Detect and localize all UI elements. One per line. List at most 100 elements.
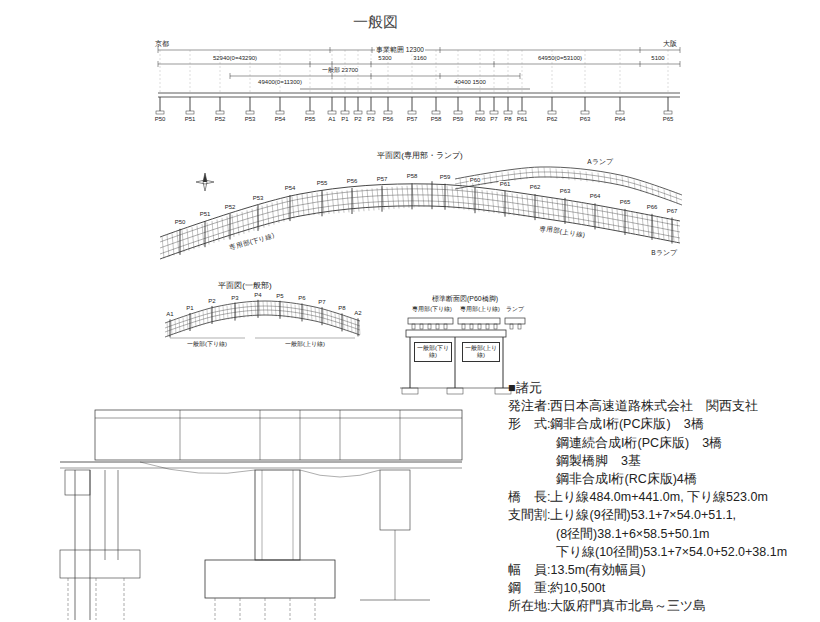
spec-line: 形 式:鋼非合成I桁(PC床版) 3橋	[508, 418, 704, 431]
cross-beam-hatch	[417, 185, 419, 207]
pier-number: A1	[327, 116, 336, 122]
cross-beam-hatch	[351, 318, 352, 332]
cross-beam-hatch	[287, 198, 289, 220]
spec-line: 鋼連続合成I桁(PC床版) 3橋	[556, 436, 722, 449]
footing-symbol	[276, 111, 284, 114]
girder-section	[462, 324, 465, 329]
leader-line	[585, 50, 586, 93]
cross-beam-hatch	[262, 206, 264, 228]
footing-symbol	[306, 111, 314, 114]
cross-beam-hatch	[255, 302, 256, 316]
cross-beam-hatch	[467, 188, 469, 210]
girder-line	[160, 184, 680, 237]
cross-beam-hatch	[192, 227, 194, 249]
pier-number: P52	[224, 204, 237, 210]
girder-line	[165, 310, 360, 332]
cross-beam-hatch	[275, 302, 276, 316]
pier-line	[342, 313, 343, 331]
cross-beam-hatch	[542, 197, 544, 219]
cross-beam-hatch	[552, 198, 554, 220]
cross-beam-hatch	[532, 196, 534, 218]
pile-line	[124, 578, 125, 620]
detail-line	[95, 418, 462, 419]
pier-number: P58	[406, 173, 419, 179]
detail-line	[400, 410, 401, 460]
dimension-tick	[680, 61, 681, 67]
leader-line	[480, 50, 481, 93]
dimension-tick	[440, 73, 441, 79]
leader-line	[668, 50, 669, 93]
cross-beam-hatch	[243, 304, 244, 318]
pier-number: P63	[559, 188, 572, 194]
cross-beam-hatch	[297, 195, 299, 217]
dimension: 3160	[412, 55, 427, 61]
cross-beam-hatch	[367, 189, 369, 211]
pier-number: P60	[469, 177, 482, 183]
footing-symbol	[384, 111, 392, 114]
pier-symbol	[250, 97, 251, 111]
pier-number: P61	[516, 116, 529, 122]
cross-beam-hatch	[492, 191, 494, 213]
ramp-line	[455, 177, 682, 205]
pier-symbol	[552, 97, 553, 111]
pier-line	[535, 194, 536, 220]
footing-symbol	[246, 111, 254, 114]
cross-beam-hatch	[577, 202, 579, 224]
detail-line	[260, 410, 261, 460]
dimension: 一般部 23700	[321, 67, 359, 73]
cross-beam-hatch	[223, 306, 224, 320]
dimension-line	[255, 338, 355, 339]
deck-slab	[505, 318, 525, 324]
pier-number: P7	[489, 116, 498, 122]
cross-beam-hatch	[422, 185, 424, 207]
compass-symbol	[203, 173, 207, 191]
pier-symbol	[436, 97, 437, 111]
cross-beam-hatch	[497, 192, 499, 214]
pier-symbol	[332, 97, 333, 111]
leader-line	[620, 50, 621, 93]
cross-beam-hatch	[195, 313, 196, 327]
pier-number: P4	[253, 292, 262, 298]
cross-beam-hatch	[343, 316, 344, 330]
pier-symbol	[522, 97, 523, 111]
pier-line	[445, 184, 446, 210]
pier-line	[258, 205, 259, 231]
cross-beam-hatch	[252, 209, 254, 231]
detail-line	[293, 470, 294, 560]
cross-beam-hatch	[283, 303, 284, 317]
pier-line	[505, 191, 506, 217]
cross-beam-hatch	[362, 189, 364, 211]
pier-symbol	[220, 97, 221, 111]
footing-symbol	[664, 111, 672, 114]
spec-line: 幅 員:13.5m(有効幅員)	[508, 564, 646, 577]
cross-beam-hatch	[657, 217, 659, 239]
dimension-tick	[158, 47, 159, 53]
leader-line	[436, 50, 437, 93]
view-title: 標準断面図(P60橋脚)	[431, 295, 499, 302]
cross-beam-hatch	[207, 223, 209, 245]
cross-beam-hatch	[207, 310, 208, 324]
pier-number: P62	[529, 184, 542, 190]
pier-number: P66	[646, 204, 659, 210]
pier-symbol	[620, 97, 621, 111]
cross-beam-hatch	[482, 190, 484, 212]
cross-beam-hatch	[267, 204, 269, 226]
cross-beam-hatch	[179, 319, 180, 333]
pier-line	[322, 307, 323, 325]
place-name: 京都	[154, 40, 170, 47]
cross-beam-hatch	[662, 218, 664, 240]
pier-line	[672, 218, 673, 244]
cross-beam-hatch	[452, 187, 454, 209]
dimension-tick	[640, 61, 641, 67]
cross-beam-hatch	[622, 210, 624, 232]
cross-beam-hatch	[215, 307, 216, 321]
cross-beam-hatch	[397, 187, 399, 209]
pier-line	[412, 183, 413, 209]
cross-beam-hatch	[377, 188, 379, 210]
column-line	[75, 470, 76, 620]
place-name: 大阪	[662, 40, 678, 47]
detail-line	[60, 462, 462, 463]
pier-number: P5	[275, 293, 284, 299]
bearing-detail	[65, 470, 90, 495]
lane-label: 専用部(上り線)	[538, 226, 587, 239]
